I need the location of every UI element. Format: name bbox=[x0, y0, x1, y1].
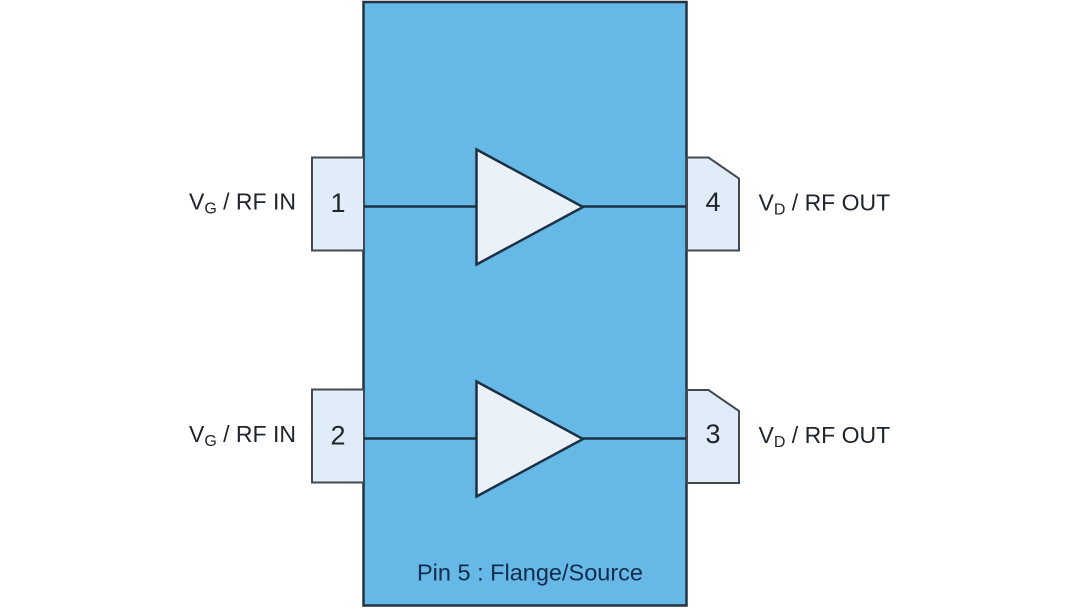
svg-text:4: 4 bbox=[705, 187, 720, 217]
svg-text:2: 2 bbox=[330, 421, 345, 451]
svg-text:VG / RF IN: VG / RF IN bbox=[189, 189, 296, 218]
svg-text:VD / RF OUT: VD / RF OUT bbox=[759, 422, 891, 451]
svg-text:VG / RF IN: VG / RF IN bbox=[189, 421, 296, 450]
svg-text:VD / RF OUT: VD / RF OUT bbox=[759, 190, 891, 219]
svg-text:Pin 5 : Flange/Source: Pin 5 : Flange/Source bbox=[417, 560, 643, 586]
svg-text:3: 3 bbox=[705, 419, 720, 449]
svg-text:1: 1 bbox=[330, 188, 345, 218]
